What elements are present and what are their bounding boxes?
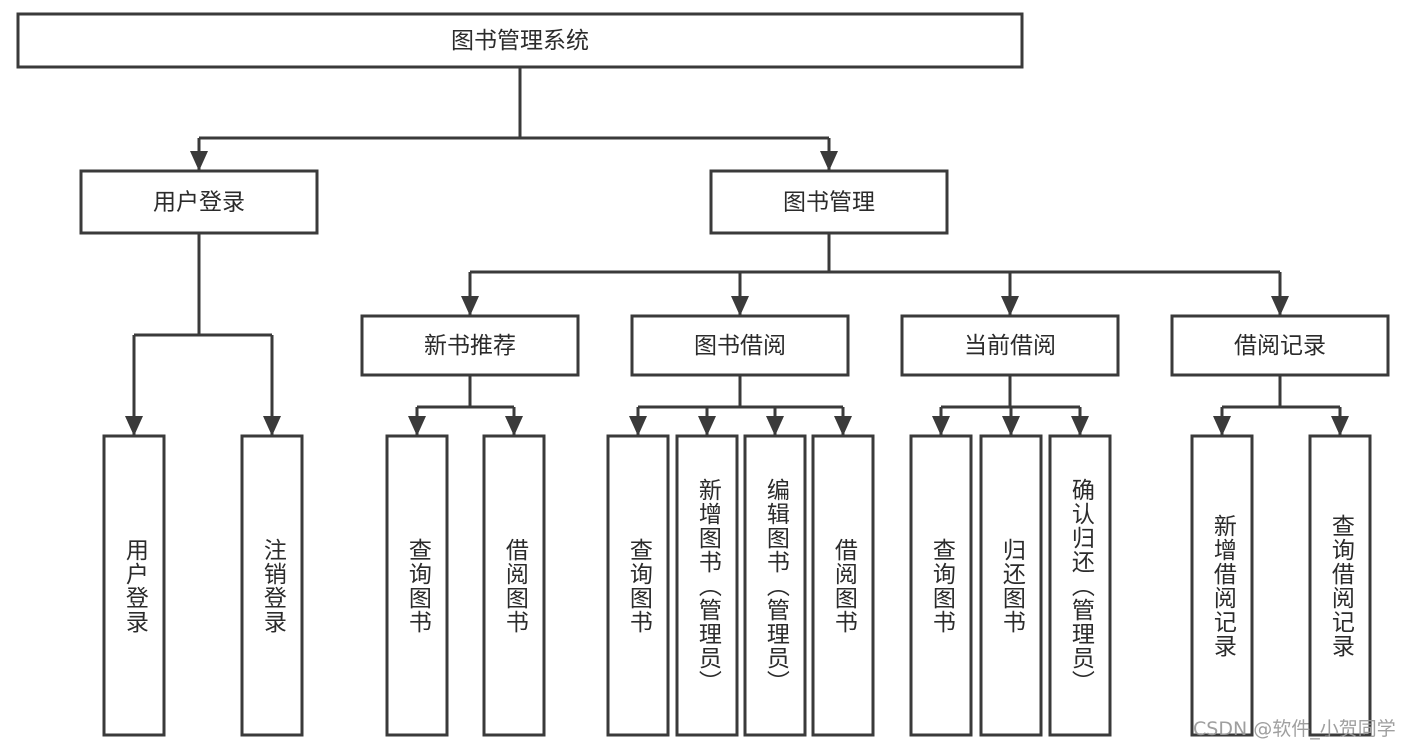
node-box-借阅记录-l3-1-3[interactable] xyxy=(1170,314,1390,377)
node-label-借阅记录-l3-1-3: 借阅记录 xyxy=(1234,333,1326,359)
node-box-图书管理系统-root[interactable] xyxy=(16,12,1024,69)
node-box-查询图书-leaf-1-2-0[interactable] xyxy=(909,434,973,737)
node-box-当前借阅-l3-1-2[interactable] xyxy=(900,314,1120,377)
arrow-head-查询图书 xyxy=(932,416,950,436)
arrow-head-确认归还管理员 xyxy=(1071,416,1089,436)
node-label-新书推荐-l3-1-0: 新书推荐 xyxy=(424,333,516,359)
node-box-查询图书-leaf-1-0-0[interactable] xyxy=(385,434,449,737)
arrow-head-新书推荐 xyxy=(461,296,479,316)
node-box-新书推荐-l3-1-0[interactable] xyxy=(360,314,580,377)
box-layer xyxy=(16,12,1390,737)
node-label-图书管理系统-root: 图书管理系统 xyxy=(451,28,589,54)
arrow-head-图书借阅 xyxy=(731,296,749,316)
node-box-查询图书-leaf-1-1-0[interactable] xyxy=(606,434,670,737)
node-box-归还图书-leaf-1-2-1[interactable] xyxy=(979,434,1043,737)
node-box-图书管理-l2-1[interactable] xyxy=(709,169,949,235)
node-label-图书管理-l2-1: 图书管理 xyxy=(783,190,875,216)
arrow-head-用户登录 xyxy=(190,151,208,171)
arrow-head-借阅图书 xyxy=(505,416,523,436)
node-box-新增图书管理员-leaf-1-1-1[interactable] xyxy=(675,434,739,737)
arrow-head-查询借阅记录 xyxy=(1331,416,1349,436)
arrow-head-编辑图书管理员 xyxy=(766,416,784,436)
arrow-head-当前借阅 xyxy=(1001,296,1019,316)
node-box-新增借阅记录-leaf-1-3-0[interactable] xyxy=(1190,434,1254,737)
node-label-用户登录-l2-0: 用户登录 xyxy=(153,190,245,216)
node-box-注销登录-l3-0-1[interactable] xyxy=(240,434,304,737)
csdn-watermark: CSDN @软件_小贺同学 xyxy=(1193,718,1396,740)
node-box-用户登录-l3-0-0[interactable] xyxy=(102,434,166,737)
arrow-head-借阅图书 xyxy=(834,416,852,436)
node-box-借阅图书-leaf-1-0-1[interactable] xyxy=(482,434,546,737)
node-box-用户登录-l2-0[interactable] xyxy=(79,169,319,235)
connector-layer xyxy=(125,67,1349,436)
arrow-head-查询图书 xyxy=(629,416,647,436)
arrow-head-归还图书 xyxy=(1002,416,1020,436)
arrow-head-注销登录 xyxy=(263,416,281,436)
arrow-head-借阅记录 xyxy=(1271,296,1289,316)
arrow-head-用户登录 xyxy=(125,416,143,436)
arrow-head-图书管理 xyxy=(820,151,838,171)
node-box-查询借阅记录-leaf-1-3-1[interactable] xyxy=(1308,434,1372,737)
arrow-head-新增图书管理员 xyxy=(698,416,716,436)
node-box-编辑图书管理员-leaf-1-1-2[interactable] xyxy=(743,434,807,737)
node-box-借阅图书-leaf-1-1-3[interactable] xyxy=(811,434,875,737)
node-box-图书借阅-l3-1-1[interactable] xyxy=(630,314,850,377)
node-label-图书借阅-l3-1-1: 图书借阅 xyxy=(694,333,786,359)
arrow-head-查询图书 xyxy=(408,416,426,436)
node-label-当前借阅-l3-1-2: 当前借阅 xyxy=(964,333,1056,359)
arrow-head-新增借阅记录 xyxy=(1213,416,1231,436)
node-box-确认归还管理员-leaf-1-2-2[interactable] xyxy=(1048,434,1112,737)
